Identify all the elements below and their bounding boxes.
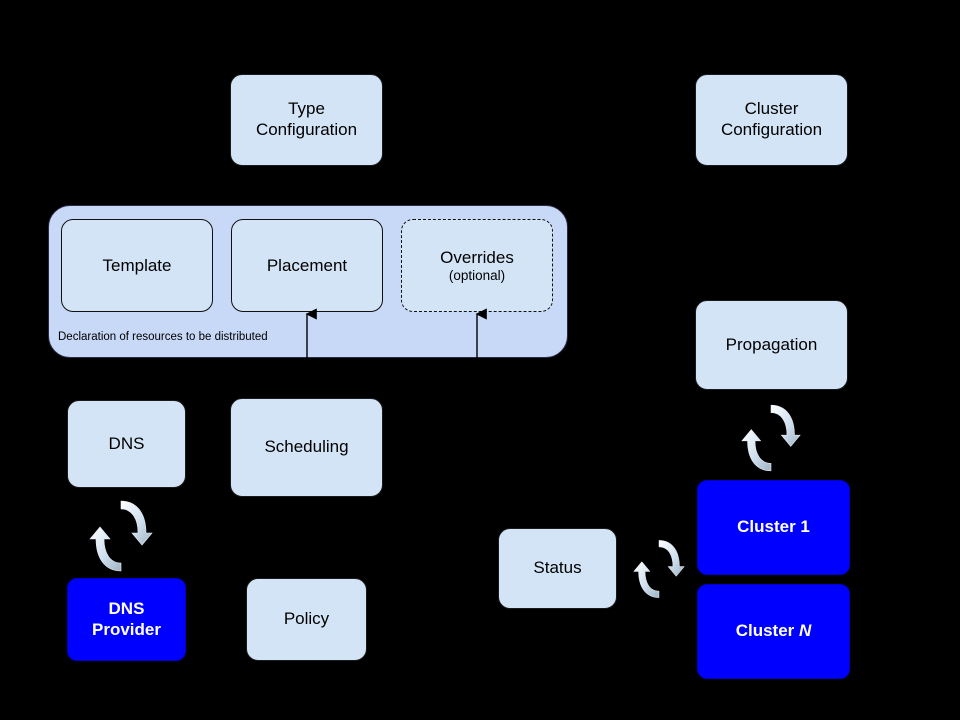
node-scheduling-label: Scheduling	[264, 437, 349, 457]
node-cluster-configuration[interactable]: Cluster Configuration	[695, 74, 848, 166]
node-placement[interactable]: Placement	[231, 219, 383, 312]
dns-provider-line2: Provider	[92, 619, 161, 639]
dns-provider-line1: DNS	[108, 598, 145, 618]
node-cluster-n[interactable]: Cluster N	[697, 584, 850, 679]
type-config-line1: Type	[288, 99, 325, 119]
node-dns[interactable]: DNS	[67, 400, 186, 488]
node-status-label: Status	[533, 558, 582, 578]
node-template-label: Template	[102, 255, 172, 275]
node-cluster-configuration-label: Cluster Configuration	[721, 99, 822, 140]
sync-arrows-icon-status	[633, 540, 685, 598]
cluster-n-prefix: Cluster	[735, 621, 799, 641]
cluster-1-suffix: 1	[800, 517, 810, 537]
connector-scheduling-to-placement	[305, 308, 317, 358]
sync-arrows-icon-propagation	[741, 404, 801, 472]
node-status[interactable]: Status	[498, 528, 617, 609]
cluster-config-line2: Configuration	[720, 120, 823, 139]
cluster-1-prefix: Cluster	[737, 517, 801, 537]
group-caption: Declaration of resources to be distribut…	[58, 331, 268, 343]
node-cluster-1[interactable]: Cluster 1	[697, 480, 850, 575]
connector-typeconfig-to-placement	[305, 178, 317, 214]
node-overrides[interactable]: Overrides (optional)	[401, 219, 553, 312]
node-dns-provider-label: DNS Provider	[92, 599, 161, 640]
cluster-n-suffix: N	[799, 621, 812, 641]
node-template[interactable]: Template	[61, 219, 213, 312]
node-policy-label: Policy	[283, 609, 330, 629]
node-dns-provider[interactable]: DNS Provider	[67, 578, 186, 661]
node-propagation-label: Propagation	[725, 334, 818, 354]
sync-arrows-icon-dns	[89, 500, 153, 572]
node-placement-label: Placement	[266, 255, 348, 275]
node-overrides-sublabel: (optional)	[448, 268, 506, 283]
node-overrides-labels: Overrides (optional)	[440, 248, 514, 283]
node-dns-label: DNS	[108, 433, 145, 453]
node-cluster-1-label: Cluster 1	[737, 517, 810, 538]
type-config-line2: Configuration	[255, 120, 358, 139]
node-type-configuration[interactable]: Type Configuration	[230, 74, 383, 166]
node-type-configuration-label: Type Configuration	[256, 99, 357, 140]
node-policy[interactable]: Policy	[246, 578, 367, 661]
cluster-config-line1: Cluster	[744, 99, 799, 119]
connector-typeconfig-to-overrides	[475, 178, 487, 214]
node-propagation[interactable]: Propagation	[695, 300, 848, 390]
connector-policy-to-overrides	[475, 308, 487, 358]
connector-typeconfig-to-template	[136, 178, 148, 214]
node-overrides-label: Overrides	[440, 248, 514, 267]
node-cluster-n-label: Cluster N	[736, 621, 812, 642]
node-scheduling[interactable]: Scheduling	[230, 398, 383, 497]
